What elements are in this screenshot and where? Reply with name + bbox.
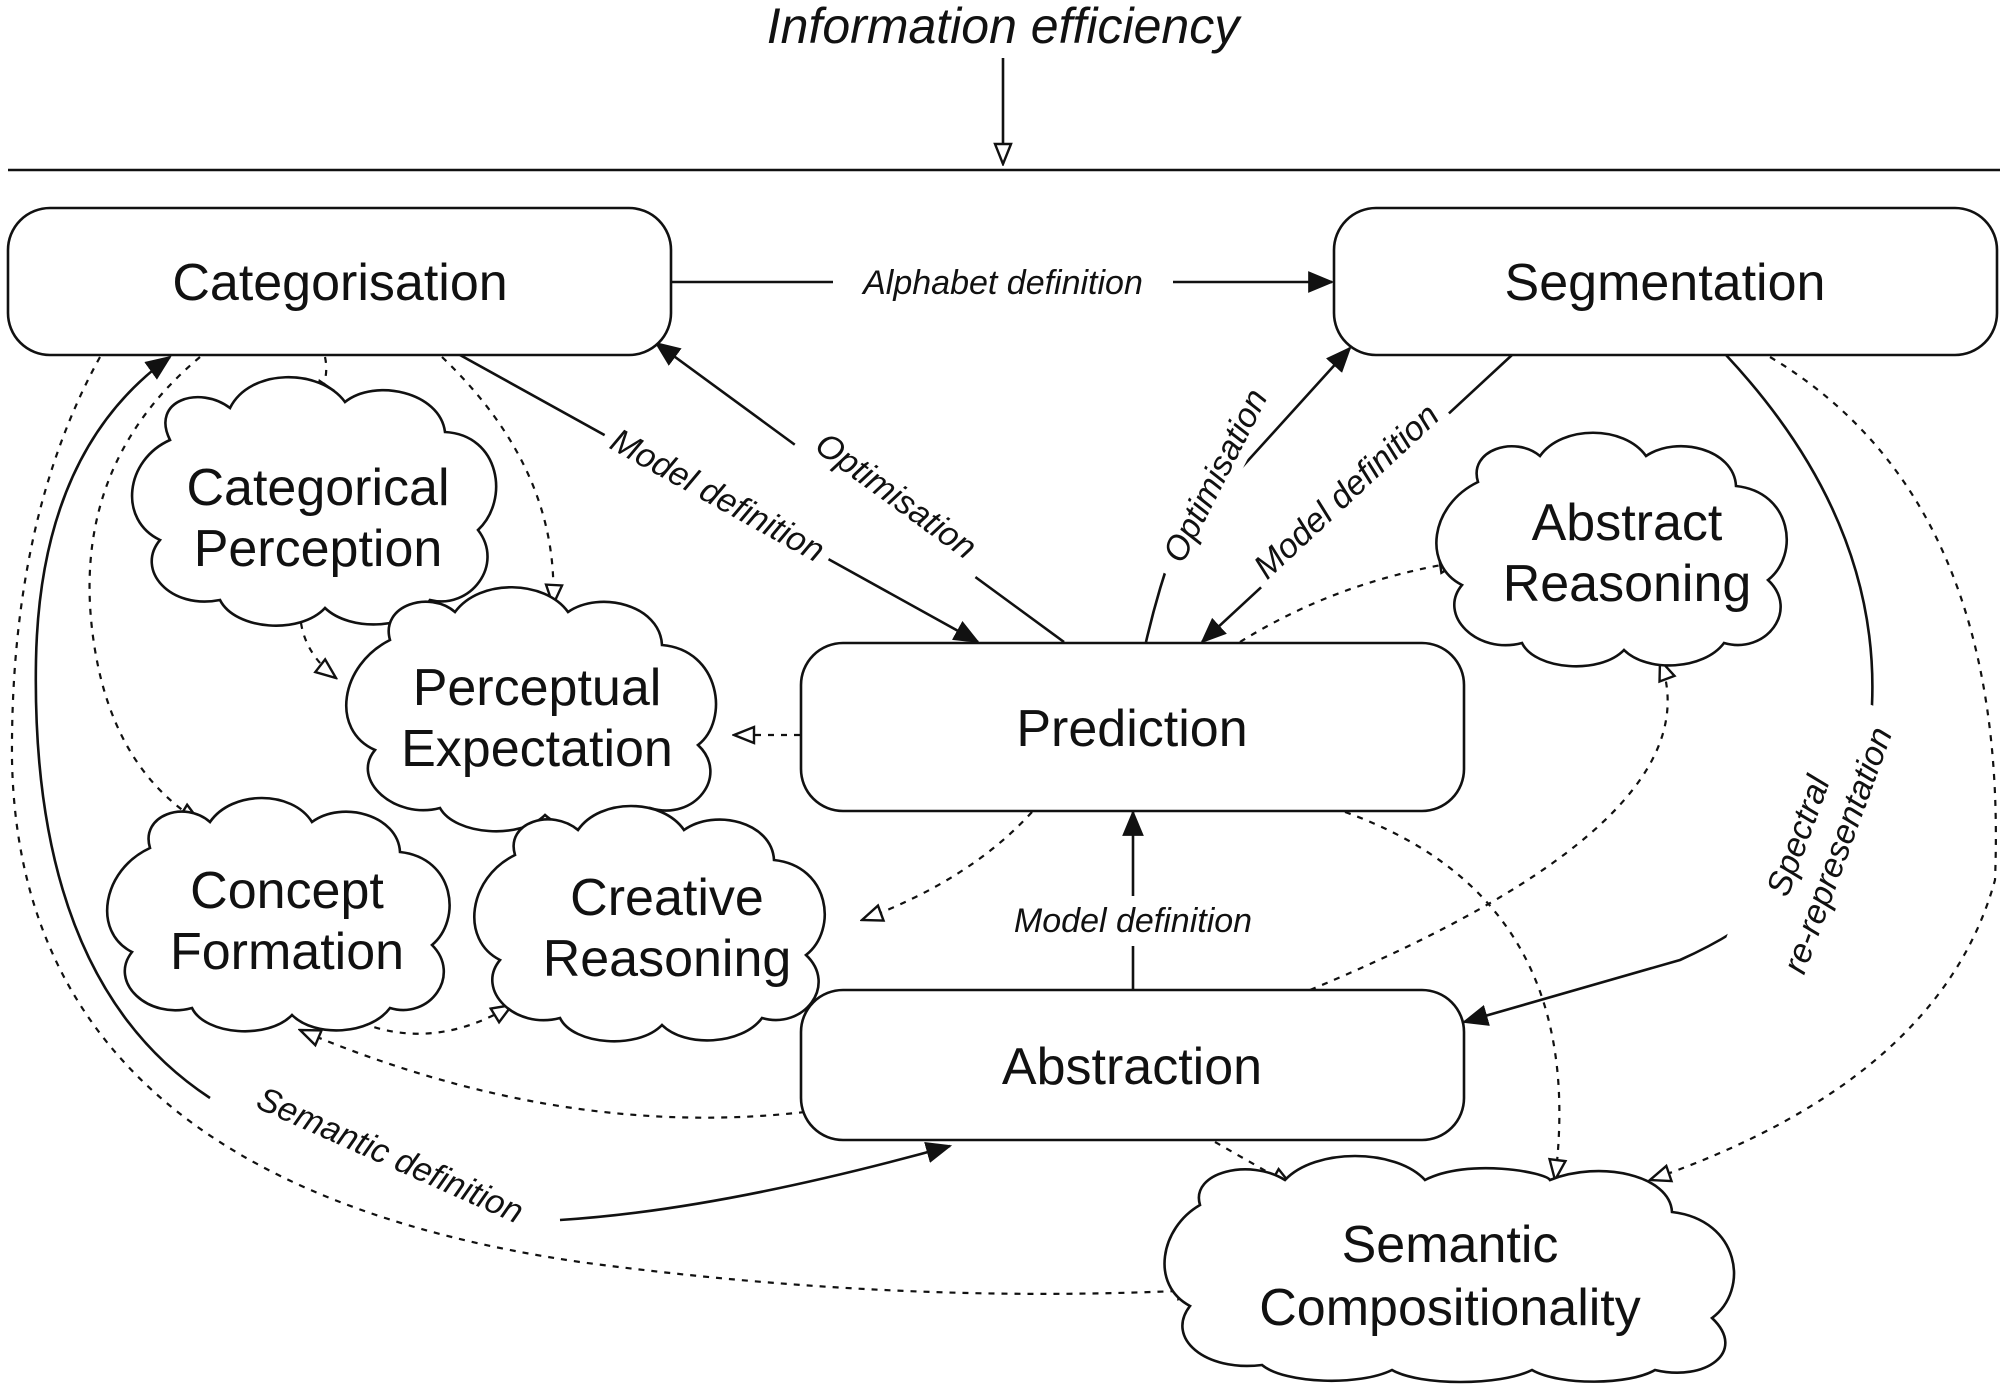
edge-concept-creative <box>349 1005 512 1035</box>
node-label-semantic-compositionality-2: Compositionality <box>1259 1279 1641 1337</box>
node-label-perceptual-expectation-2: Expectation <box>401 720 673 778</box>
node-label-perceptual-expectation-1: Perceptual <box>413 659 662 717</box>
node-label-categorisation: Categorisation <box>172 254 507 312</box>
title: Information efficiency <box>767 0 1242 54</box>
node-label-abstraction: Abstraction <box>1002 1038 1262 1096</box>
node-segmentation: Segmentation <box>1332 206 1999 357</box>
edge-label-alphabet-definition: Alphabet definition <box>861 264 1143 302</box>
edge-cat-semcomp <box>10 356 1198 1294</box>
node-categorisation: Categorisation <box>6 206 673 357</box>
node-perceptual-expectation: Perceptual Expectation <box>344 586 718 833</box>
edge-semantic-def-return <box>34 355 211 1100</box>
edge-pred-creative <box>862 811 1033 920</box>
edge-abs-semcomp <box>1214 1141 1292 1186</box>
node-creative-reasoning: Creative Reasoning <box>473 804 827 1043</box>
edge-label-model-definition-seg: Model definition <box>1247 396 1447 586</box>
node-label-semantic-compositionality-1: Semantic <box>1342 1216 1559 1274</box>
node-label-abstract-reasoning-1: Abstract <box>1532 494 1723 552</box>
node-label-concept-formation-2: Formation <box>170 923 404 981</box>
node-semantic-compositionality: Semantic Compositionality <box>1163 1154 1736 1384</box>
node-label-categorical-perception-2: Perception <box>194 520 443 578</box>
node-concept-formation: Concept Formation <box>106 796 451 1033</box>
edge-label-model-definition-abs: Model definition <box>1014 902 1252 940</box>
node-label-concept-formation-1: Concept <box>190 862 384 920</box>
node-abstraction: Abstraction <box>799 988 1466 1142</box>
edge-seg-semcomp <box>1650 356 1997 1180</box>
edge-semantic-def-in <box>559 1141 953 1222</box>
edge-label-semantic-definition: Semantic definition <box>251 1080 529 1232</box>
edge-abs-absreason <box>1309 660 1668 992</box>
edge-label-optimisation-seg: Optimisation <box>1156 383 1276 569</box>
edge-abs-concept <box>300 1030 806 1119</box>
node-label-segmentation: Segmentation <box>1505 254 1826 312</box>
node-label-abstract-reasoning-2: Reasoning <box>1503 555 1752 613</box>
node-label-creative-reasoning-1: Creative <box>570 869 764 927</box>
edge-catperc-percexp <box>298 609 336 678</box>
node-label-categorical-perception-1: Categorical <box>186 459 449 517</box>
node-categorical-perception: Categorical Perception <box>130 375 498 627</box>
node-label-creative-reasoning-2: Reasoning <box>543 930 792 988</box>
node-label-prediction: Prediction <box>1016 700 1247 758</box>
edge-pred-semcomp <box>1344 810 1559 1180</box>
node-prediction: Prediction <box>799 641 1466 813</box>
edge-pred-absreason <box>1239 562 1460 643</box>
node-abstract-reasoning: Abstract Reasoning <box>1435 431 1789 668</box>
edge-cat-concept <box>88 356 200 822</box>
edge-cat-percexp <box>441 356 553 605</box>
